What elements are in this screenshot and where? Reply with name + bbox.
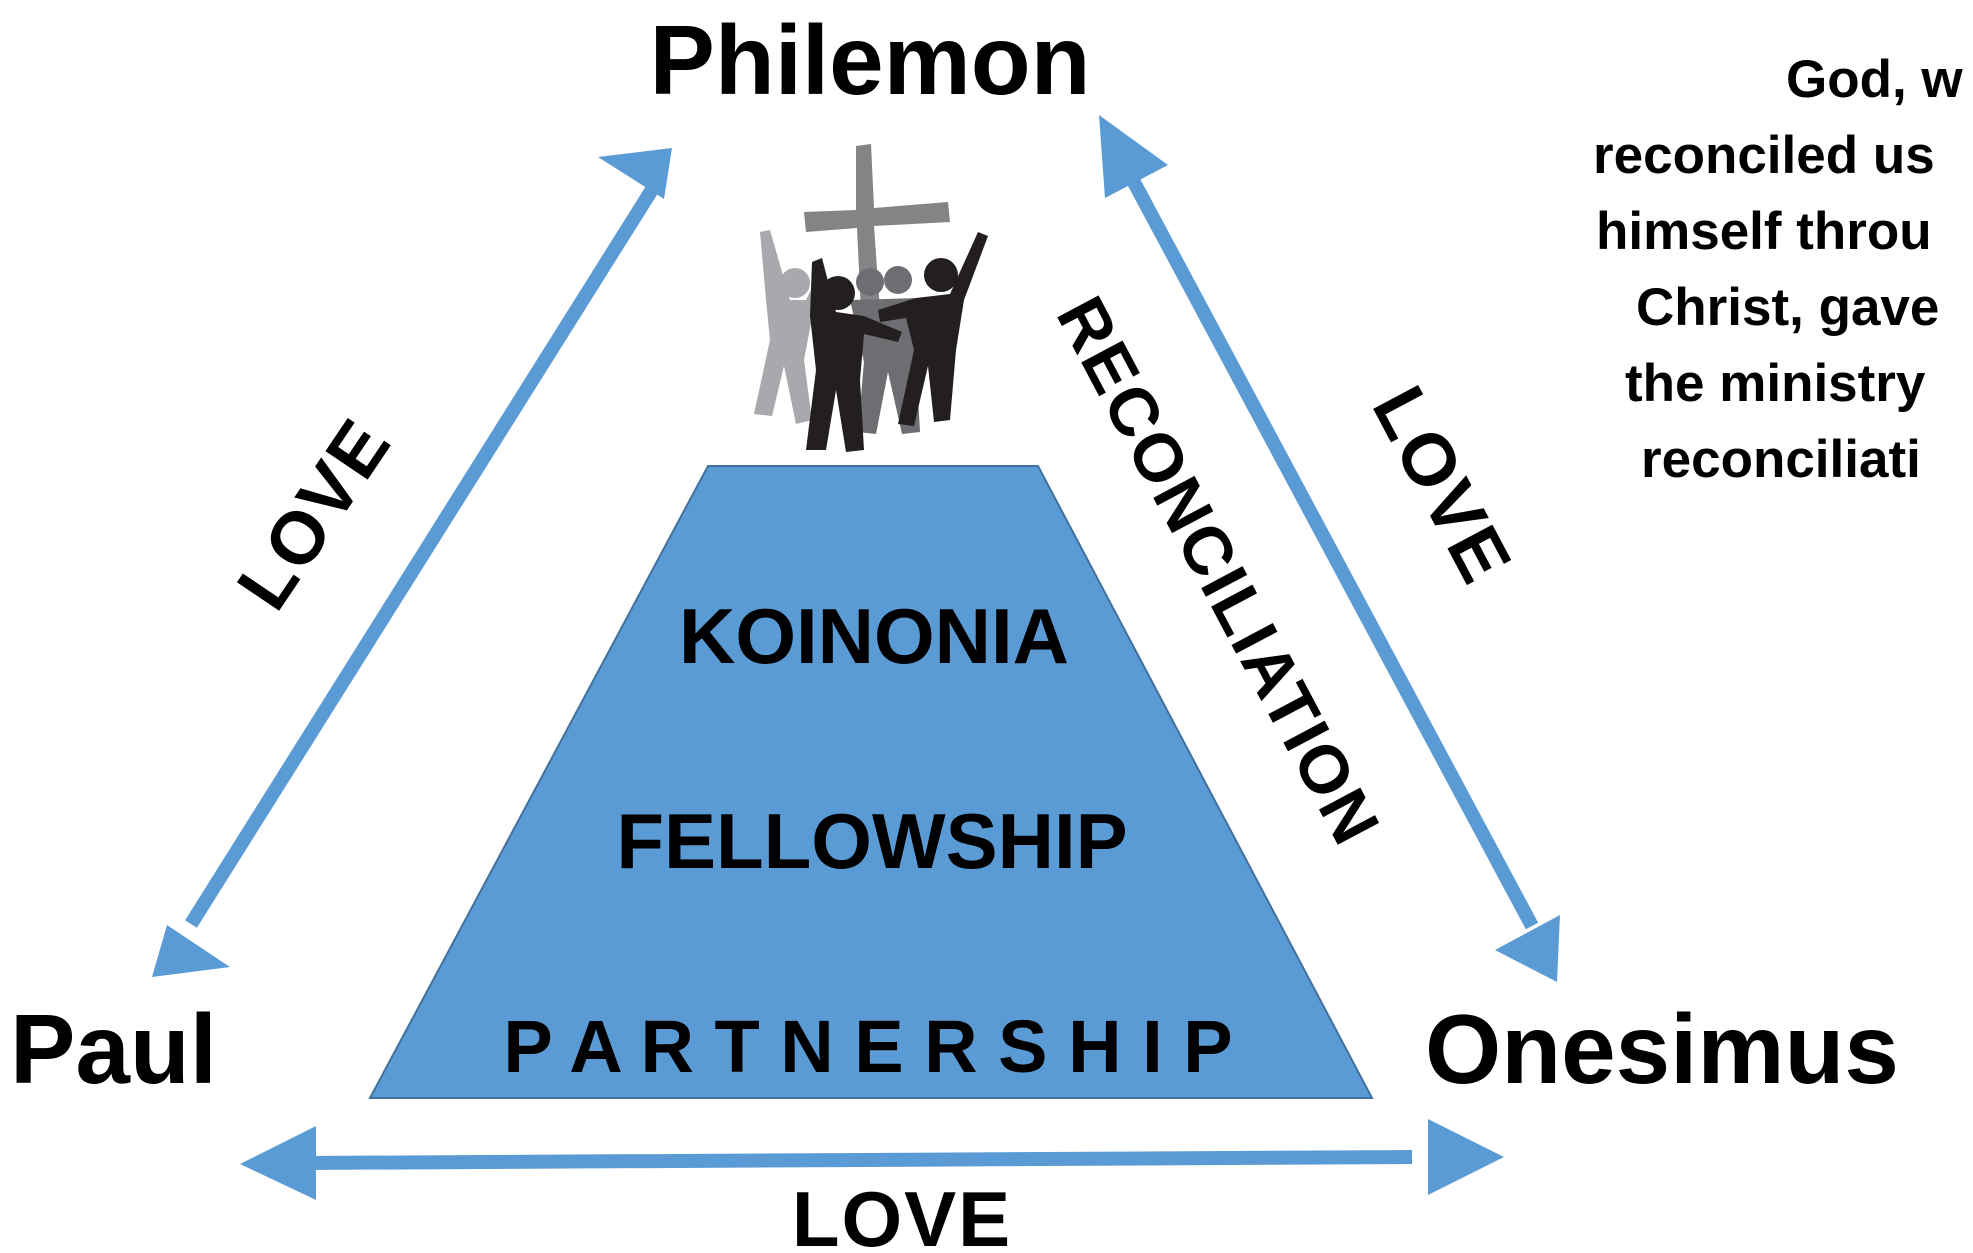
cross-with-people-icon [754,144,988,452]
quote-line: God, w [1786,50,1963,109]
quote-line: Christ, gave [1636,278,1939,337]
node-philemon: Philemon [649,5,1090,115]
quote-line: himself throu [1596,202,1932,261]
pyramid-label-koinonia: KOINONIA [679,592,1069,680]
arrow-philemon-onesimus [1099,115,1560,982]
pyramid-label-fellowship: FELLOWSHIP [616,797,1127,885]
quote-line: the ministry [1625,354,1926,413]
quote-line: reconciled us [1593,126,1935,185]
pyramid-label-partnership: P A R T N E R S H I P [503,1005,1232,1088]
love-label-left: LOVE [221,404,407,624]
quote-line: reconciliati [1641,430,1921,489]
pyramid-shape [368,465,1374,1099]
arrow-paul-onesimus [240,1119,1504,1200]
arrow-paul-philemon [152,148,672,977]
node-onesimus: Onesimus [1425,994,1899,1104]
love-label-right: LOVE [1357,373,1529,597]
quote-block: God, w reconciled us himself throu Chris… [1593,50,1963,489]
love-label-bottom: LOVE [792,1175,1012,1253]
node-paul: Paul [10,994,217,1104]
